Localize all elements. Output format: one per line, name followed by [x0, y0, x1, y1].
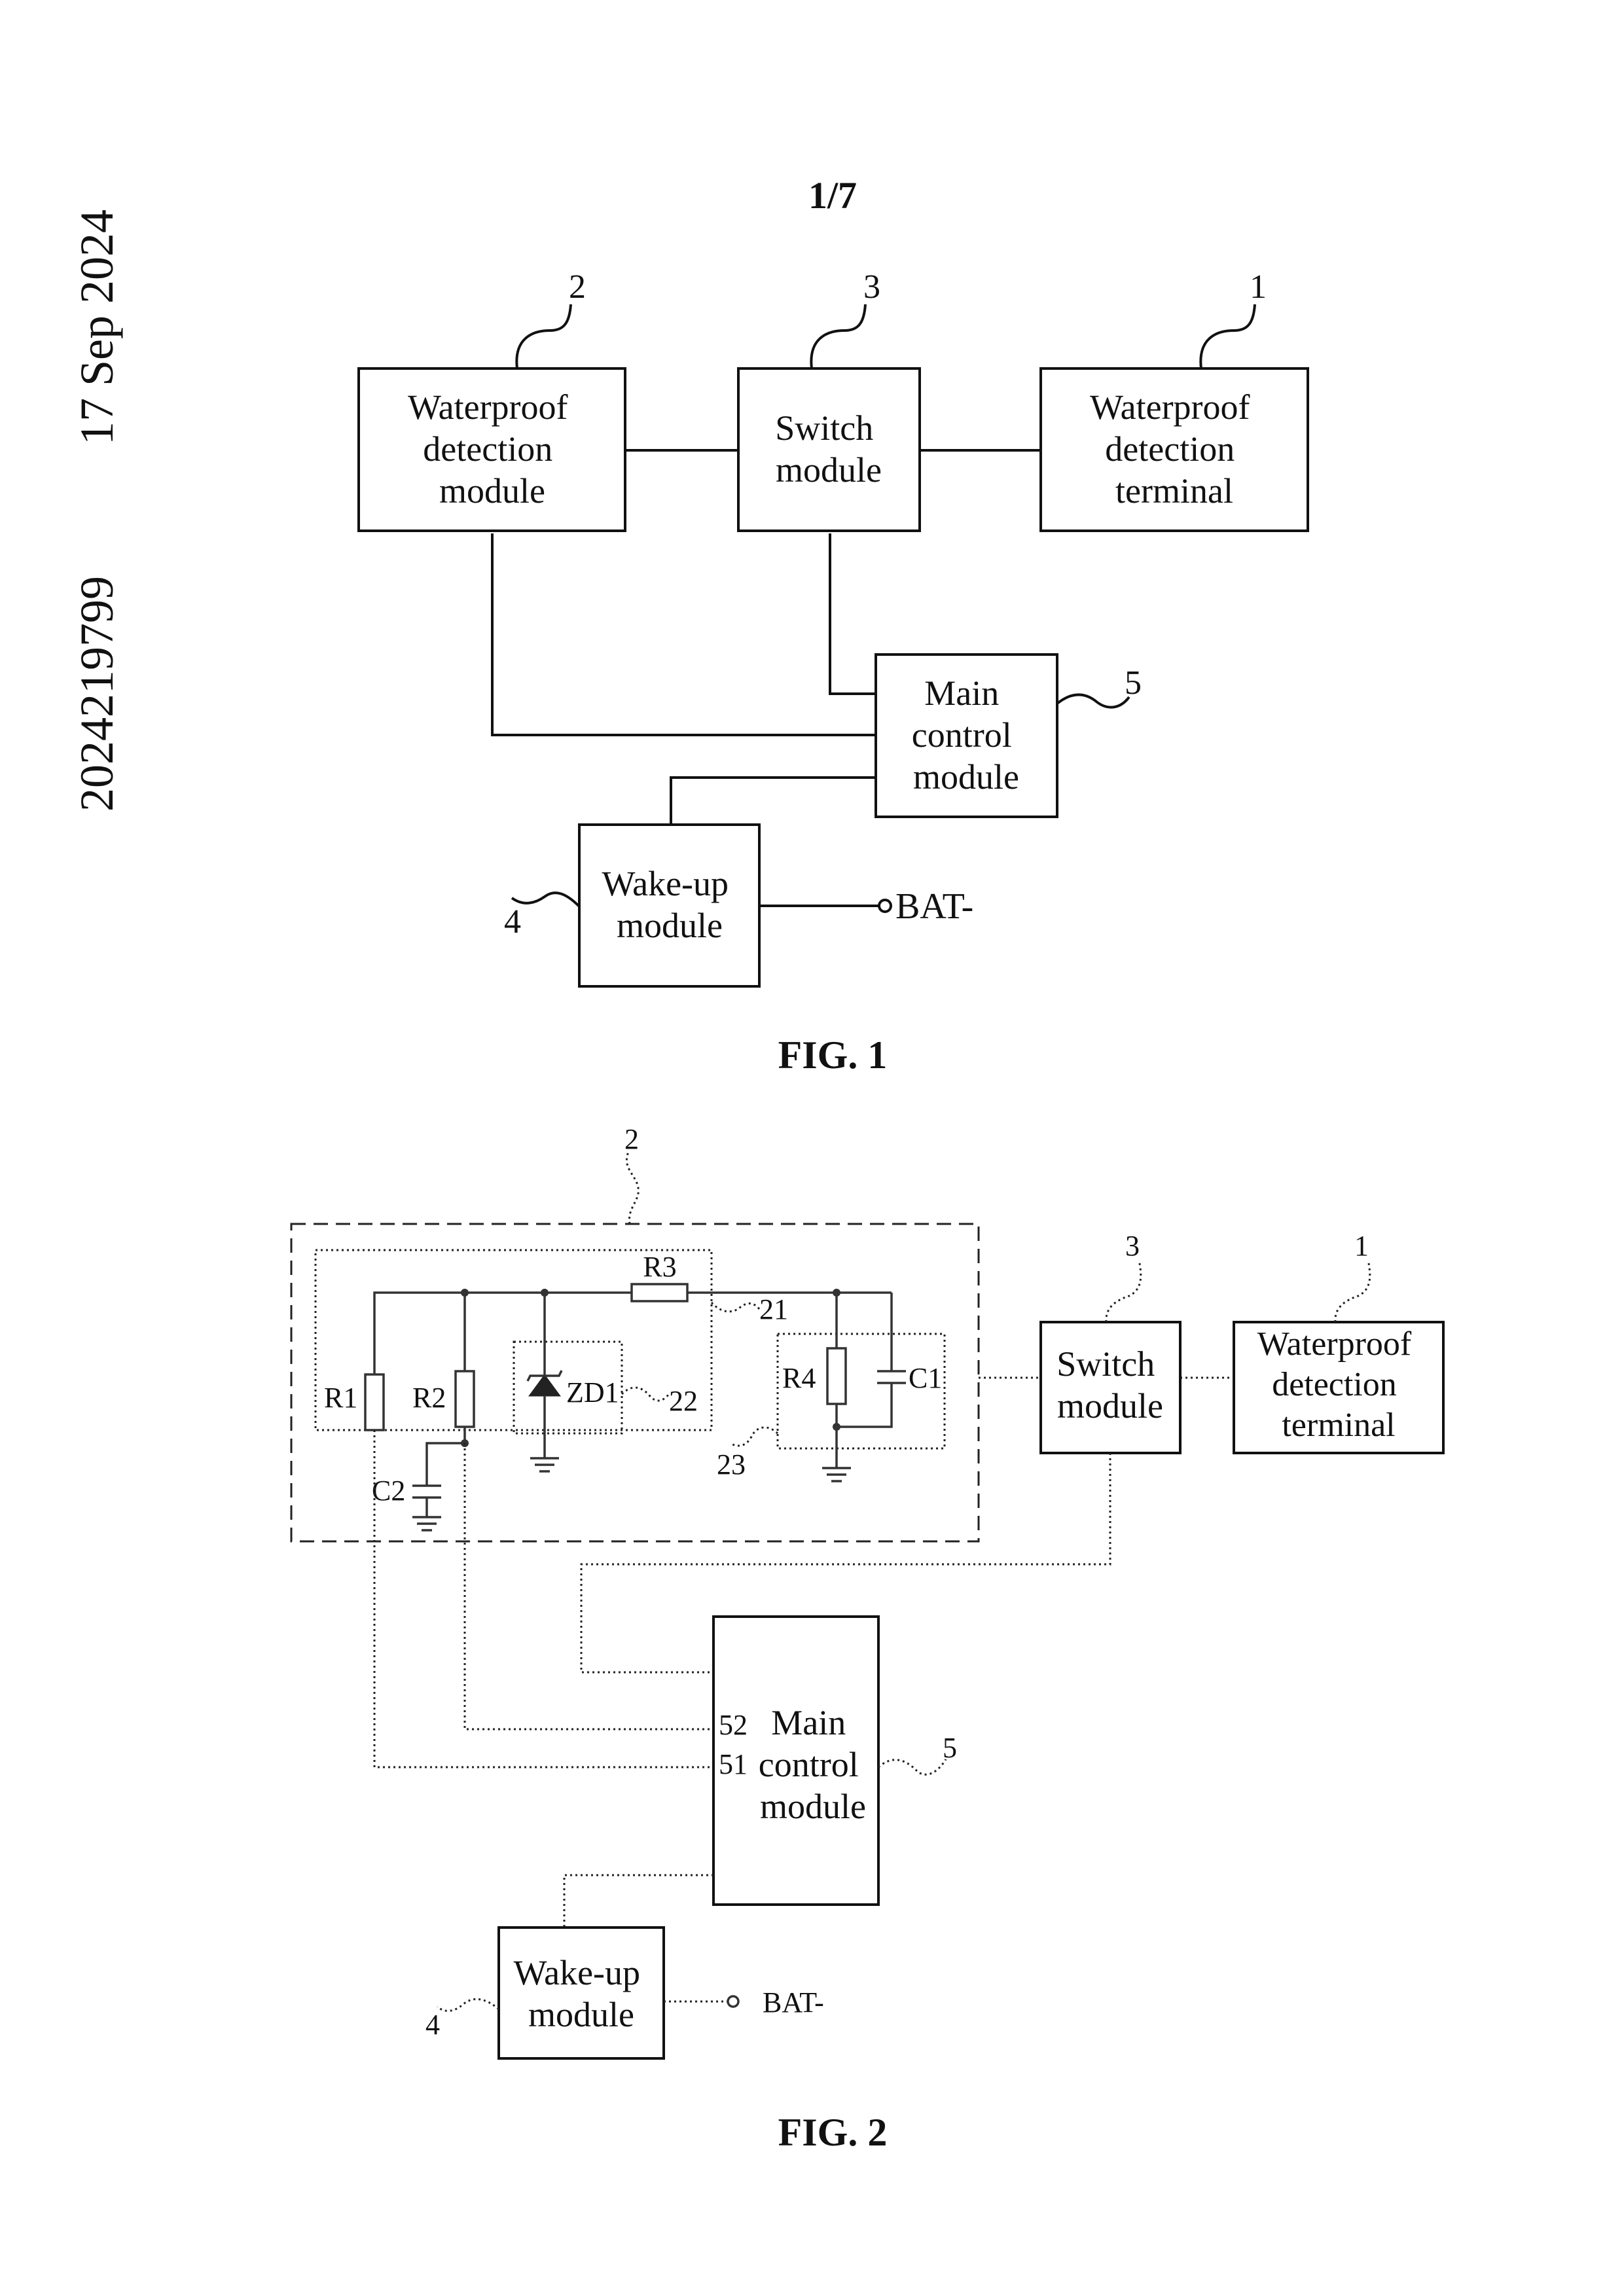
- fig2-leader-4: [437, 1999, 499, 2011]
- fig1-wire-main-wakeup: [671, 778, 876, 825]
- fig2-switch-line-1: Switch: [1056, 1344, 1155, 1384]
- fig1-switch-line-2: module: [776, 450, 882, 490]
- fig2-main-line-2: control: [759, 1745, 859, 1784]
- fig2-resistor-r1: [365, 1374, 384, 1430]
- fig2-resistor-r4: [827, 1348, 846, 1404]
- fig2-ground-r4-icon: [822, 1468, 851, 1481]
- fig1-main-line-2: control: [912, 715, 1012, 755]
- fig2-ref-1: 1: [1354, 1230, 1369, 1262]
- fig2-leader-5: [878, 1759, 946, 1774]
- fig2-label-r1: R1: [324, 1382, 357, 1414]
- fig2-terminal-line-2: detection: [1272, 1366, 1397, 1403]
- fig2-caption: FIG. 2: [778, 2111, 888, 2154]
- fig2-ref-21: 21: [759, 1293, 788, 1325]
- fig2-terminal-line-3: terminal: [1282, 1407, 1395, 1444]
- fig2-c2-wire: [427, 1443, 465, 1486]
- fig1-switch-line-1: Switch: [775, 408, 873, 448]
- fig1-bat-terminal: [879, 900, 891, 912]
- fig2-ref-23: 23: [717, 1448, 746, 1480]
- margin-date: 17 Sep 2024: [71, 209, 123, 445]
- fig2-terminal-line-1: Waterproof: [1257, 1325, 1412, 1363]
- fig2-main-line-3: module: [760, 1787, 866, 1826]
- fig1-terminal-line-2: detection: [1105, 429, 1235, 469]
- fig2-resistor-r3: [632, 1284, 687, 1301]
- fig2-leader-23: [730, 1427, 778, 1446]
- fig1-ref-4: 4: [504, 903, 521, 941]
- margin-application-number: 2024219799: [71, 576, 123, 812]
- fig2-label-c2: C2: [372, 1475, 405, 1507]
- fig1-leader-5: [1057, 694, 1129, 707]
- fig1-leader-4: [512, 893, 579, 906]
- fig2-leader-3: [1106, 1260, 1141, 1322]
- fig2-wakeup-line-2: module: [528, 1995, 634, 2034]
- fig2-ref-22: 22: [669, 1385, 698, 1417]
- fig2-label-r3: R3: [643, 1251, 676, 1283]
- fig2-leader-2: [626, 1152, 638, 1224]
- fig2-ref-3: 3: [1125, 1230, 1140, 1262]
- fig2-wire-main-wakeup: [564, 1875, 713, 1928]
- fig2-label-zd1: ZD1: [566, 1376, 619, 1408]
- figure-1: BAT- Waterproof detection module 2 Switc…: [359, 268, 1308, 1077]
- fig1-detection-line-3: module: [439, 471, 545, 511]
- svg-text:Main control modul: Main control module: [759, 1703, 867, 1826]
- fig1-detection-line-2: detection: [423, 429, 552, 469]
- fig1-detection-line-1: Waterproof: [408, 387, 568, 427]
- fig2-label-c1: C1: [909, 1362, 942, 1394]
- fig1-leader-2: [516, 304, 571, 368]
- fig2-resistor-r2: [456, 1371, 474, 1427]
- fig2-wire-r2-pin52: [465, 1443, 713, 1729]
- fig2-pin-51: 51: [719, 1748, 748, 1780]
- fig1-wakeup-line-2: module: [617, 906, 723, 945]
- fig1-ref-3: 3: [863, 268, 880, 306]
- figure-2: 2 21 22 23 R3 R1 R2 C2: [291, 1123, 1443, 2154]
- fig1-terminal-line-1: Waterproof: [1090, 387, 1250, 427]
- fig2-label-r4: R4: [782, 1362, 816, 1394]
- svg-text:Main control modul: Main control module: [912, 673, 1020, 797]
- fig1-ref-5: 5: [1125, 664, 1142, 702]
- fig2-switch-line-2: module: [1057, 1386, 1163, 1426]
- fig2-ref-5: 5: [943, 1732, 957, 1764]
- page-number: 1/7: [808, 174, 857, 217]
- fig2-zener-zd1-icon: [530, 1376, 559, 1395]
- fig1-wire-detection-main: [492, 533, 876, 735]
- fig2-wire-r1-pin51: [374, 1430, 713, 1767]
- fig1-caption: FIG. 1: [778, 1033, 888, 1077]
- fig2-pin-52: 52: [719, 1709, 748, 1741]
- fig2-ref-4: 4: [425, 2009, 440, 2041]
- fig2-leader-1: [1335, 1260, 1370, 1322]
- fig1-leader-1: [1200, 304, 1255, 368]
- fig2-wakeup-line-1: Wake-up: [513, 1953, 640, 1992]
- fig2-main-line-1: Main: [771, 1703, 846, 1742]
- fig1-wakeup-line-1: Wake-up: [602, 864, 729, 903]
- fig1-leader-3: [811, 304, 865, 368]
- fig2-bat-terminal: [728, 1996, 738, 2007]
- fig1-switch-module: [738, 368, 920, 531]
- fig1-wire-switch-main: [830, 533, 876, 694]
- fig1-ref-2: 2: [569, 268, 586, 306]
- fig2-wake-up-module: [499, 1928, 664, 2058]
- fig1-terminal-line-3: terminal: [1115, 471, 1233, 511]
- fig2-top-rail: [374, 1293, 632, 1374]
- fig2-ground-c2-icon: [412, 1517, 441, 1530]
- fig2-ref-2: 2: [624, 1123, 639, 1155]
- fig2-leader-22: [622, 1388, 669, 1401]
- fig2-bat-label: BAT-: [763, 1986, 824, 2018]
- fig2-leader-21: [712, 1302, 759, 1312]
- fig2-ground-zd1-icon: [530, 1458, 559, 1471]
- fig2-label-r2: R2: [412, 1382, 446, 1414]
- fig1-main-line-1: Main: [924, 673, 999, 713]
- fig1-ref-1: 1: [1250, 268, 1267, 306]
- fig1-main-line-3: module: [913, 757, 1019, 797]
- fig1-bat-label: BAT-: [895, 886, 973, 927]
